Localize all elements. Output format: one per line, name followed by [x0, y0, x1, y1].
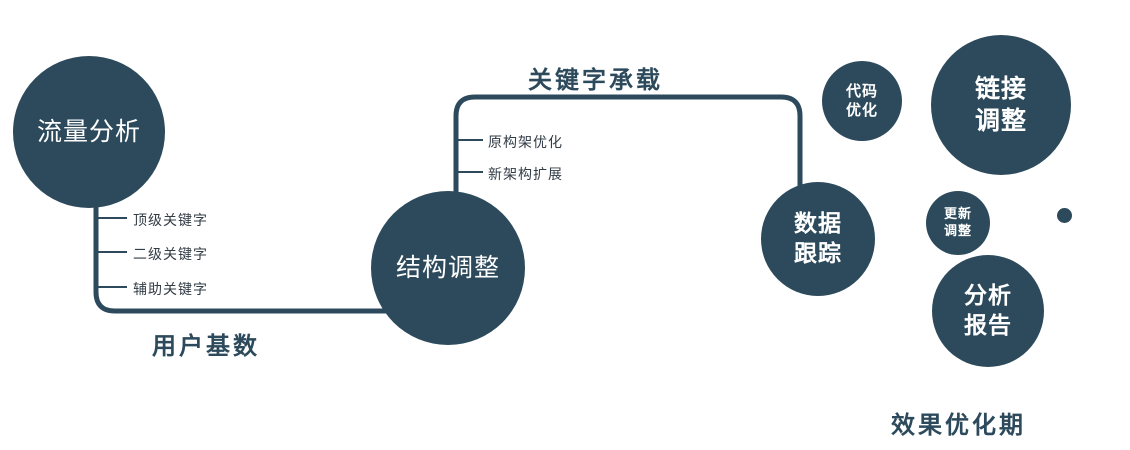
node-update-adjustment: 更新 调整 [926, 191, 990, 255]
node-update-adjustment-line1: 更新 [943, 206, 972, 222]
branch-label-second-keyword: 二级关键字 [133, 246, 208, 262]
branch-label-original-architecture: 原构架优化 [488, 134, 563, 150]
branch-label-top-keyword: 顶级关键字 [133, 212, 208, 228]
node-update-adjustment-line2: 调整 [943, 223, 972, 238]
connector-traffic-to-structure [93, 177, 403, 314]
node-data-tracking-line1: 数据 [794, 210, 842, 237]
small-dot-marker [1057, 208, 1072, 223]
node-data-tracking-line2: 跟踪 [794, 240, 842, 266]
node-analysis-report-line2: 报告 [964, 312, 1012, 338]
node-traffic-analysis-label: 流量分析 [36, 117, 141, 146]
edge-label-user-base: 用户基数 [152, 333, 260, 360]
connector-structure-to-data [453, 94, 803, 213]
edge-label-keyword-carrying: 关键字承载 [528, 67, 663, 94]
node-link-adjustment: 链接 调整 [931, 35, 1071, 175]
node-analysis-report-line1: 分析 [964, 282, 1012, 309]
node-code-optimization-line1: 代码 [845, 82, 878, 100]
node-data-tracking: 数据 跟踪 [761, 182, 875, 296]
node-code-optimization: 代码 优化 [822, 61, 902, 141]
node-structure-adjustment: 结构调整 [371, 191, 525, 345]
footer-phase-label: 效果优化期 [891, 412, 1026, 439]
node-link-adjustment-line2: 调整 [974, 107, 1027, 135]
node-traffic-analysis: 流量分析 [13, 56, 165, 208]
node-structure-adjustment-label: 结构调整 [395, 253, 500, 282]
branch-label-aux-keyword: 辅助关键字 [133, 281, 208, 297]
node-code-optimization-line2: 优化 [845, 102, 878, 119]
node-link-adjustment-line1: 链接 [974, 74, 1027, 103]
node-analysis-report: 分析 报告 [932, 255, 1044, 367]
branch-label-new-architecture: 新架构扩展 [488, 166, 563, 182]
